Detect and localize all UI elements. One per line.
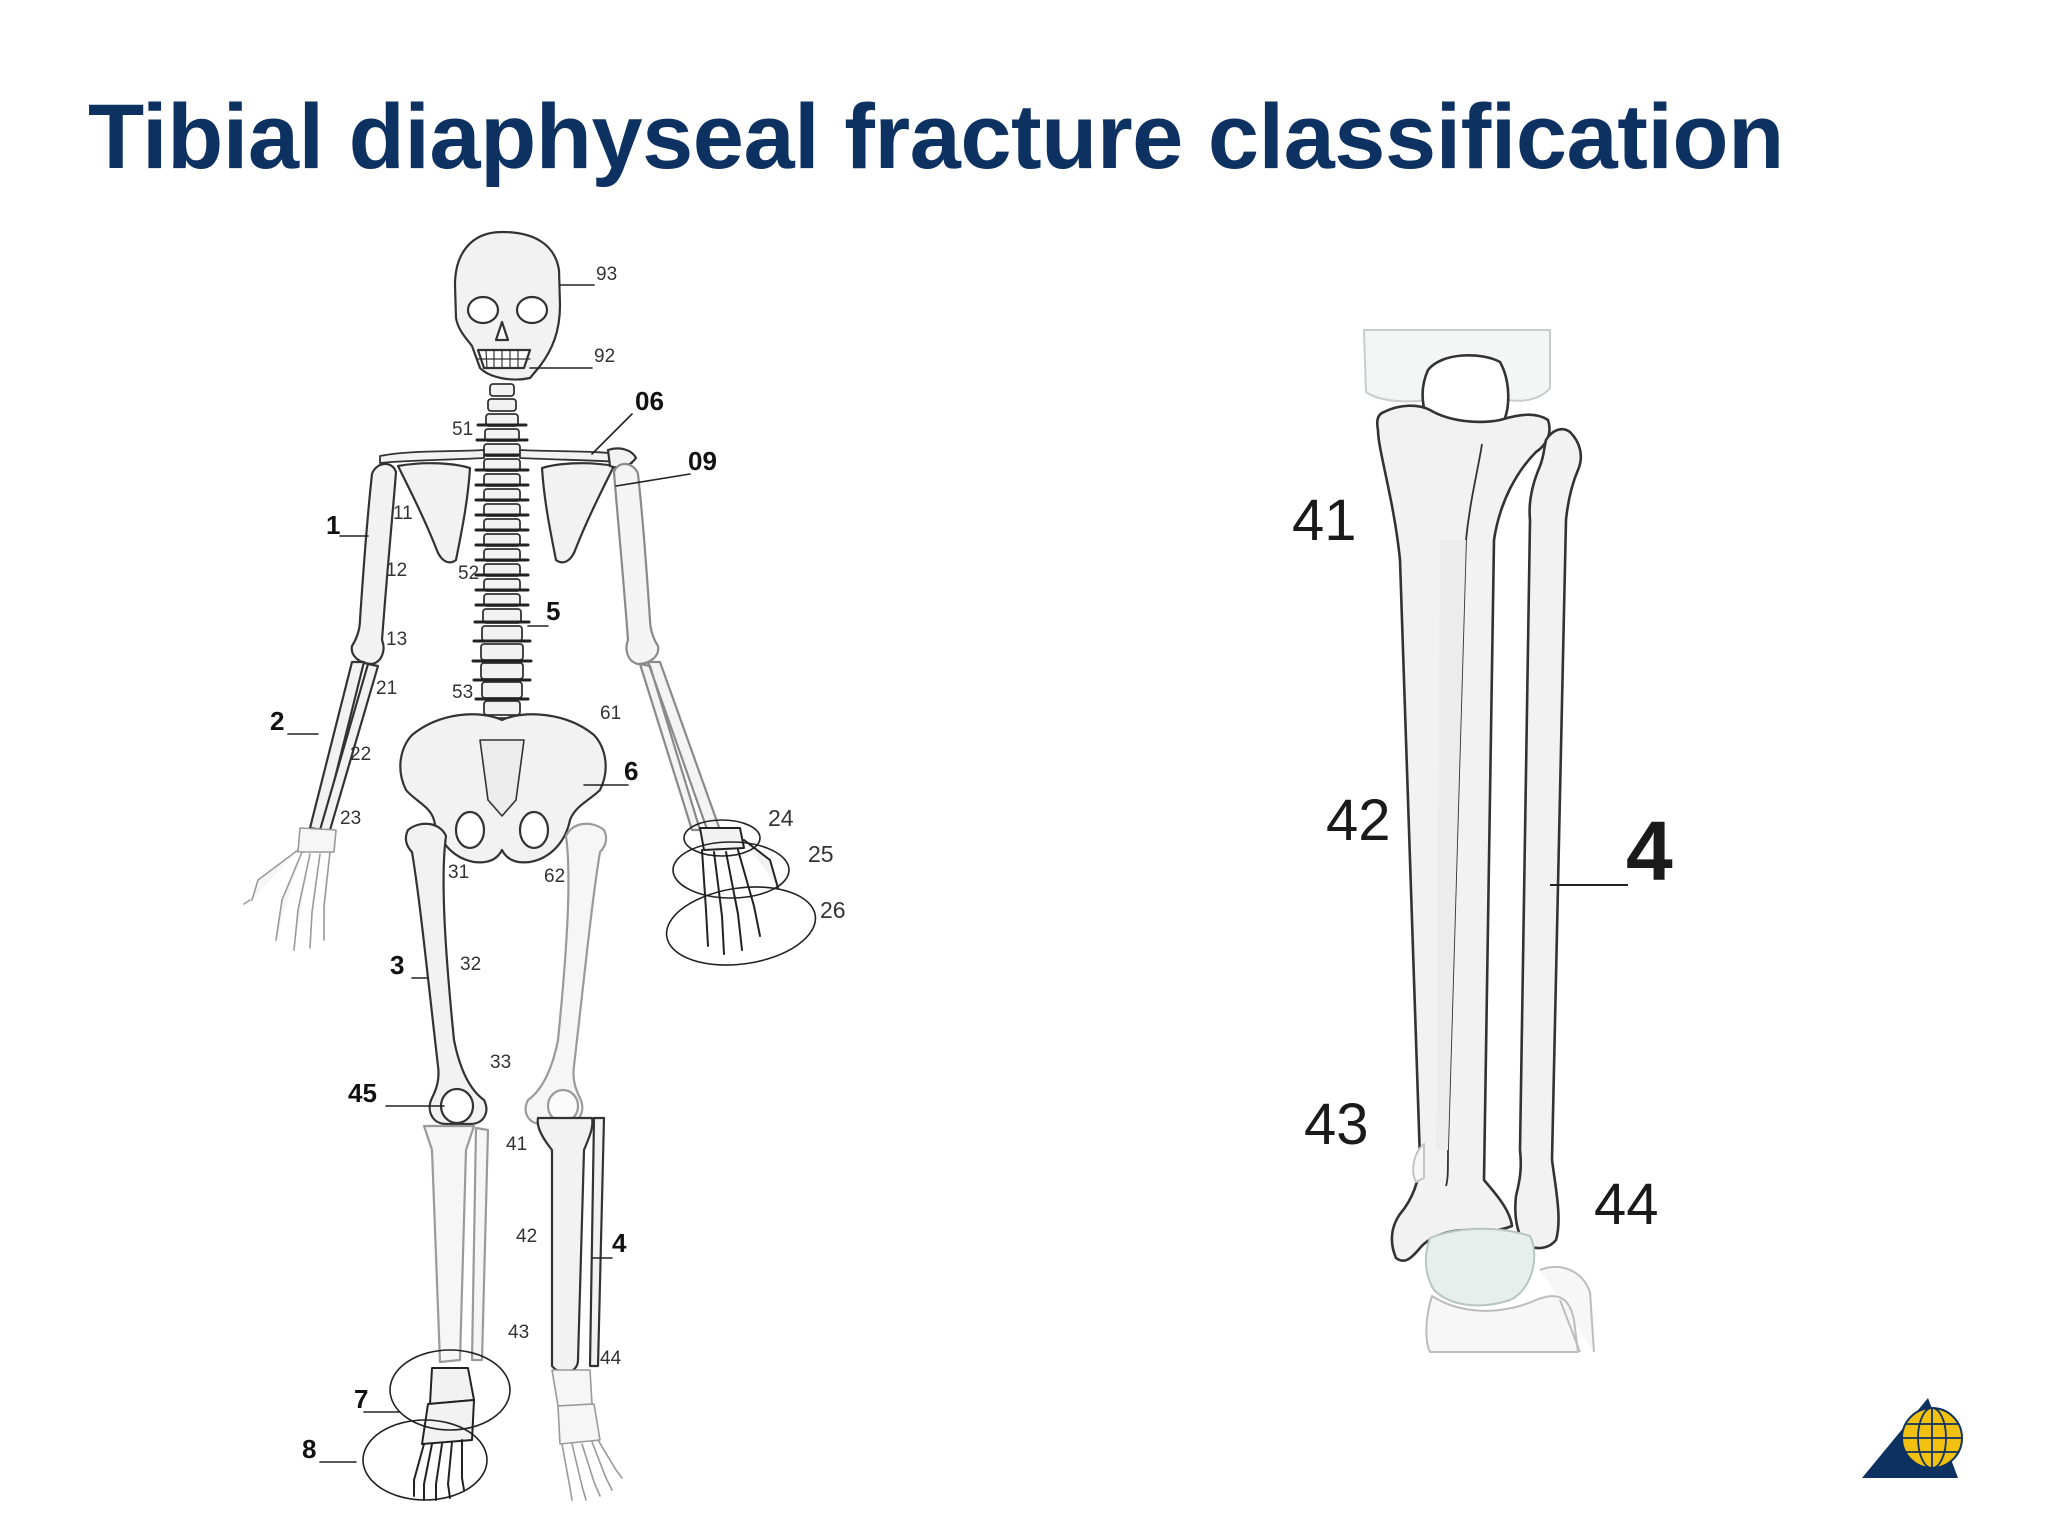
label-31: 31 <box>448 862 469 883</box>
talus <box>1424 1227 1536 1307</box>
left-patella <box>439 1087 475 1125</box>
fibula-bone <box>1513 427 1583 1250</box>
detail-label-44: 44 <box>1594 1172 1659 1237</box>
label-52: 52 <box>458 563 479 584</box>
label-41: 41 <box>506 1134 527 1155</box>
label-6: 6 <box>624 756 638 786</box>
left-foot <box>413 1367 475 1501</box>
foot-oval-7 <box>389 1349 511 1431</box>
label-45: 45 <box>348 1078 377 1108</box>
label-61: 61 <box>600 703 621 724</box>
left-hand <box>243 827 337 951</box>
label-2: 2 <box>270 706 284 736</box>
slide-title: Tibial diaphyseal fracture classificatio… <box>88 86 1784 188</box>
label-92: 92 <box>594 346 615 367</box>
tibia-crest-line <box>1445 443 1483 1187</box>
label-06: 06 <box>635 386 664 416</box>
right-humerus <box>612 462 660 666</box>
detail-label-43: 43 <box>1304 1092 1369 1157</box>
label-32: 32 <box>460 954 481 975</box>
spine <box>480 383 524 731</box>
label-26: 26 <box>820 897 846 923</box>
calcaneus-hint <box>1412 1143 1425 1183</box>
sacrum <box>479 739 525 817</box>
label-93: 93 <box>596 264 617 285</box>
skeleton-labels: 93 92 06 51 09 1 11 12 52 5 13 21 53 61 … <box>270 264 846 1464</box>
label-33: 33 <box>490 1052 511 1073</box>
hand-oval-24 <box>683 819 761 857</box>
label-51: 51 <box>452 419 473 440</box>
label-53: 53 <box>452 682 473 703</box>
right-scapula <box>540 462 616 564</box>
right-hand <box>699 827 779 955</box>
detail-label-41: 41 <box>1292 488 1357 553</box>
right-obturator <box>518 810 550 850</box>
leg-detail-labels: 41 42 4 43 44 <box>1292 488 1673 1237</box>
right-femur <box>524 822 608 1126</box>
left-orbit <box>466 295 500 325</box>
label-13: 13 <box>386 629 407 650</box>
label-23: 23 <box>340 808 361 829</box>
right-orbit <box>515 295 549 325</box>
right-forearm <box>638 660 722 834</box>
lower-leg-detail <box>1363 329 1628 1353</box>
tibia-shade <box>1436 540 1466 1150</box>
detail-label-42: 42 <box>1326 788 1391 853</box>
left-obturator <box>454 810 486 850</box>
leader-lines <box>287 284 691 1463</box>
foot-bones <box>1425 1266 1595 1353</box>
ao-globe-triangle-icon <box>1862 1398 1963 1478</box>
label-21: 21 <box>376 678 397 699</box>
teeth-lines <box>477 349 531 369</box>
right-tibia <box>536 1116 594 1374</box>
label-5: 5 <box>546 596 560 626</box>
skull <box>453 230 562 381</box>
detail-label-4: 4 <box>1626 804 1673 898</box>
label-24: 24 <box>768 805 794 831</box>
spine-processes <box>471 423 533 701</box>
hand-oval-26 <box>665 886 817 966</box>
label-25: 25 <box>808 841 834 867</box>
label-8: 8 <box>302 1434 316 1464</box>
label-62: 62 <box>544 866 565 887</box>
label-4: 4 <box>612 1228 627 1258</box>
hand-oval-25 <box>672 841 790 899</box>
full-skeleton-figure <box>243 230 817 1501</box>
label-12: 12 <box>386 560 407 581</box>
label-43: 43 <box>508 1322 529 1343</box>
label-42: 42 <box>516 1226 537 1247</box>
right-fibula <box>588 1116 606 1368</box>
right-foot <box>551 1369 623 1501</box>
label-09: 09 <box>688 446 717 476</box>
foot-oval-8 <box>362 1419 488 1501</box>
label-1: 1 <box>326 510 340 540</box>
label-22: 22 <box>350 744 371 765</box>
label-44: 44 <box>600 1348 622 1369</box>
left-lower-leg <box>422 1124 490 1364</box>
left-scapula <box>396 462 472 564</box>
left-femur <box>404 822 488 1126</box>
label-3: 3 <box>390 950 404 980</box>
label-11: 11 <box>393 503 413 524</box>
nasal-cavity <box>494 320 510 342</box>
label-7: 7 <box>354 1384 368 1414</box>
